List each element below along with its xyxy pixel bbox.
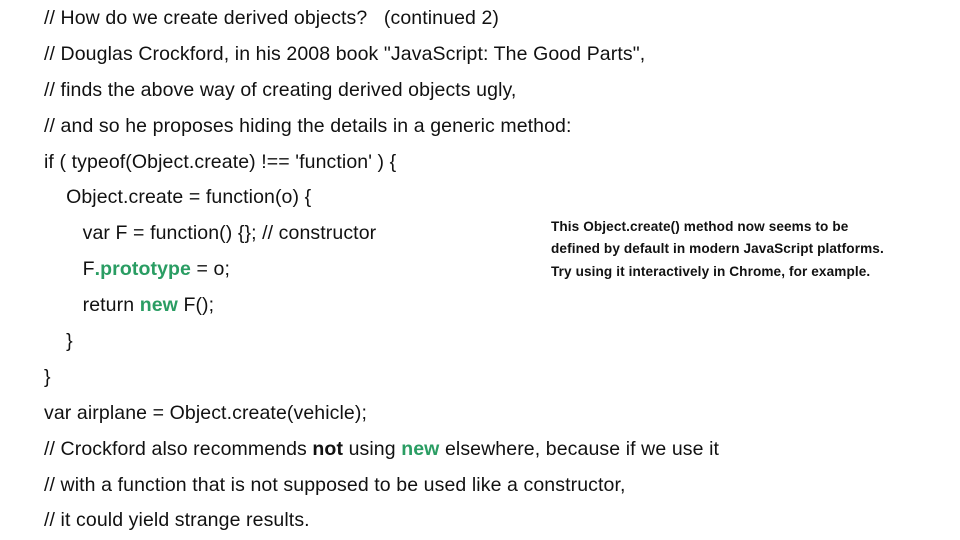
line-text: // Crockford also recommends xyxy=(44,437,313,460)
line-text: // How do we create derived objects? (co… xyxy=(44,7,500,29)
text-line: if ( typeof(Object.create) !== 'function… xyxy=(44,145,960,181)
note-line: defined by default in modern JavaScript … xyxy=(551,241,884,257)
text-line: // How do we create derived objects? (co… xyxy=(44,1,960,37)
line-text: F xyxy=(44,258,95,281)
text-line: var airplane = Object.create(vehicle); xyxy=(44,396,960,432)
line-text: return xyxy=(44,294,140,317)
line-text: // and so he proposes hiding the details… xyxy=(44,114,572,137)
text-line: var F = function() {}; // constructor xyxy=(44,216,960,252)
keyword-text: new xyxy=(401,437,440,460)
keyword-text: .prototype xyxy=(94,258,191,281)
text-line: // it could yield strange results. xyxy=(44,503,960,539)
text-line: Object.create = function(o) { xyxy=(44,180,960,216)
line-text: } xyxy=(44,330,73,353)
note-line: This Object.create() method now seems to… xyxy=(551,219,849,234)
text-line: // finds the above way of creating deriv… xyxy=(44,73,960,109)
line-text: // it could yield strange results. xyxy=(44,509,310,532)
line-text: var F = function() {}; // constructor xyxy=(44,222,377,245)
line-text: using xyxy=(343,437,402,460)
line-text: not xyxy=(312,437,344,460)
line-text: // Douglas Crockford, in his 2008 book "… xyxy=(44,42,646,65)
text-line: return new F(); xyxy=(44,288,960,324)
note-line: Try using it interactively in Chrome, fo… xyxy=(551,263,871,279)
text-line: // Douglas Crockford, in his 2008 book "… xyxy=(44,37,960,73)
side-note: This Object.create() method now seems to… xyxy=(551,216,943,283)
line-text: var airplane = Object.create(vehicle); xyxy=(44,401,367,424)
keyword-text: new xyxy=(139,294,178,317)
text-line: // with a function that is not supposed … xyxy=(44,468,960,504)
line-text: } xyxy=(44,365,51,388)
line-text: if ( typeof(Object.create) !== 'function… xyxy=(44,150,397,173)
text-line: } xyxy=(44,324,960,360)
line-text: = o; xyxy=(190,258,230,281)
text-line: // Crockford also recommends not using n… xyxy=(44,432,960,468)
line-text: Object.create = function(o) { xyxy=(44,186,312,209)
slide-body-text: // How do we create derived objects? (co… xyxy=(44,1,960,539)
text-line: } xyxy=(44,360,960,396)
text-line: // and so he proposes hiding the details… xyxy=(44,109,960,145)
line-text: elsewhere, because if we use it xyxy=(439,437,720,460)
line-text: // with a function that is not supposed … xyxy=(44,473,626,496)
line-text: // finds the above way of creating deriv… xyxy=(44,78,517,101)
text-line: F.prototype = o; xyxy=(44,252,960,288)
line-text: F(); xyxy=(177,294,215,317)
